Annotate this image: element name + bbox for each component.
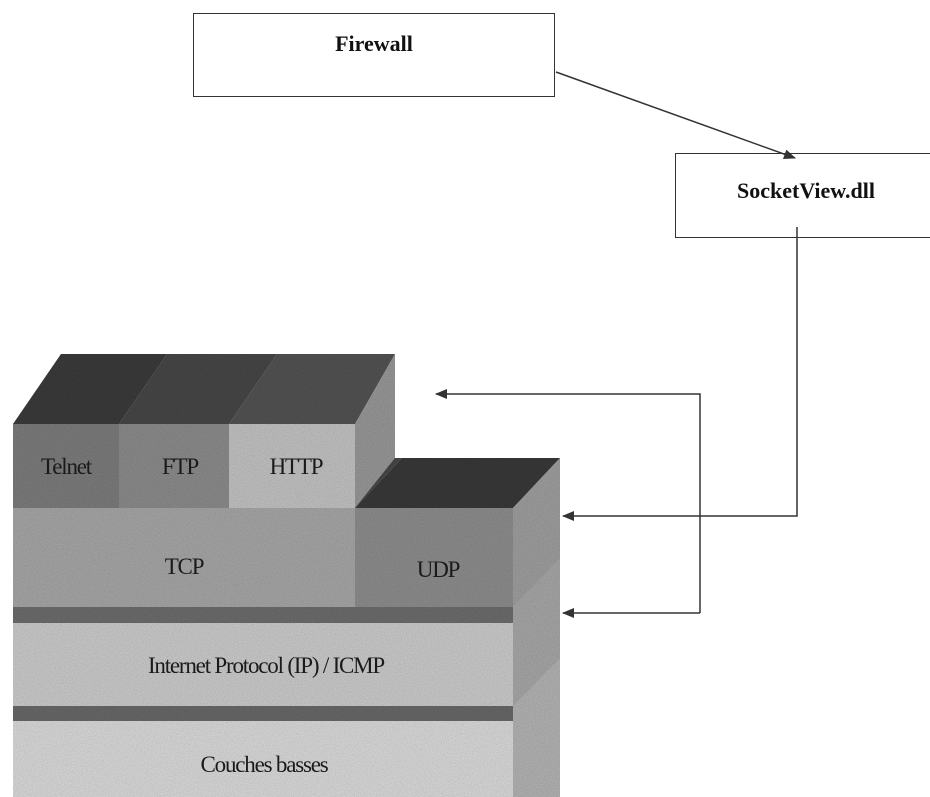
firewall-to-socketview-arrow (556, 72, 795, 158)
ftp-label: FTP (162, 454, 198, 479)
lower-layer-label: Couches basses (201, 752, 329, 777)
socketview-to-stack-arrow (563, 227, 797, 516)
ip-layer-band (13, 607, 513, 623)
lower-layer-band (13, 706, 513, 721)
http-label: HTTP (270, 454, 323, 479)
tcp-label: TCP (165, 554, 204, 579)
telnet-label: Telnet (41, 454, 93, 479)
udp-label: UDP (417, 557, 460, 582)
ip-label: Internet Protocol (IP) / ICMP (148, 653, 384, 678)
